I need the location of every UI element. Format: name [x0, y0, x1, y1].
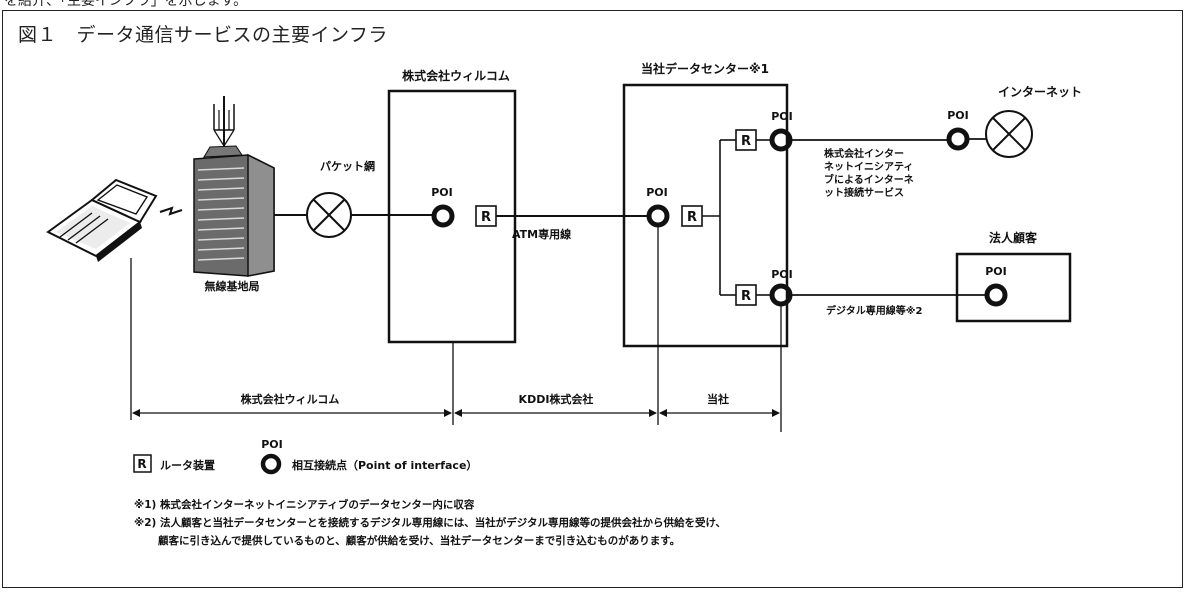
poi-label: POI: [947, 109, 969, 122]
footnote-2: ※2) 法人顧客と当社データセンターとを接続するデジタル専用線には、当社がデジタ…: [134, 516, 726, 529]
internet-icon: [985, 110, 1033, 158]
legend-poi-top: POI: [261, 438, 283, 451]
atm-line-label: ATM専用線: [512, 227, 571, 241]
poi-label: POI: [431, 186, 453, 199]
isp-service-label-1: 株式会社インター: [824, 147, 904, 160]
footnote-3: 顧客に引き込んで提供しているものと、顧客が供給を受け、当社データセンターまで引き…: [158, 534, 680, 547]
internet-label: インターネット: [998, 85, 1082, 99]
packet-network-icon: [306, 192, 352, 238]
poi-node-willcom: [431, 204, 455, 228]
figure-frame: [2, 10, 1183, 588]
packet-network-label: パケット網: [320, 159, 375, 173]
legend-router-symbol: [133, 454, 152, 473]
isp-service-label-3: ブによるインターネ: [824, 173, 914, 186]
datacenter-box: [622, 83, 789, 348]
span-kddi-label: KDDI株式会社: [519, 392, 594, 406]
willcom-box-label: 株式会社ウィルコム: [402, 68, 510, 83]
laptop-icon: [46, 178, 158, 262]
poi-node-dc: [646, 204, 670, 228]
isp-service-label-2: ネットイニシアティ: [824, 161, 913, 173]
base-station-icon: [193, 96, 275, 277]
router-label: R: [741, 134, 751, 149]
isp-service-label-4: ット接続サービス: [824, 186, 904, 199]
legend-poi-label: 相互接続点（Point of interface）: [292, 458, 477, 472]
poi-label: POI: [646, 186, 668, 199]
span-willcom-label: 株式会社ウィルコム: [241, 392, 340, 406]
radio-signal-icon: [159, 206, 183, 216]
datacenter-box-label: 当社データセンター※1: [641, 61, 769, 76]
poi-label: POI: [771, 110, 793, 123]
legend-router-symbol-text: R: [137, 457, 146, 471]
router-label: R: [741, 289, 751, 304]
figure-title: 図１ データ通信サービスの主要インフラ: [18, 24, 388, 46]
poi-node-customer: [984, 283, 1008, 307]
legend: R ルータ装置 POI 相互接続点（Point of interface）: [133, 438, 477, 475]
poi-label: POI: [985, 265, 1007, 278]
span-ours-label: 当社: [707, 392, 729, 406]
poi-node-internet: [946, 127, 970, 151]
base-station-label: 無線基地局: [205, 279, 260, 293]
legend-poi-symbol: [260, 453, 282, 475]
poi-label: POI: [771, 268, 793, 281]
digital-line-label: デジタル専用線等※2: [826, 304, 923, 317]
footnote-1: ※1) 株式会社インターネットイニシアティブのデータセンター内に収容: [134, 498, 475, 511]
corporate-customer-box: [955, 252, 1072, 323]
router-label: R: [481, 210, 491, 225]
legend-router-label: ルータ装置: [160, 458, 215, 472]
corporate-customer-label: 法人顧客: [989, 230, 1038, 245]
cut-off-heading-text: を紹介、「主要インフラ」を示します。: [4, 0, 248, 9]
router-label: R: [687, 210, 697, 225]
